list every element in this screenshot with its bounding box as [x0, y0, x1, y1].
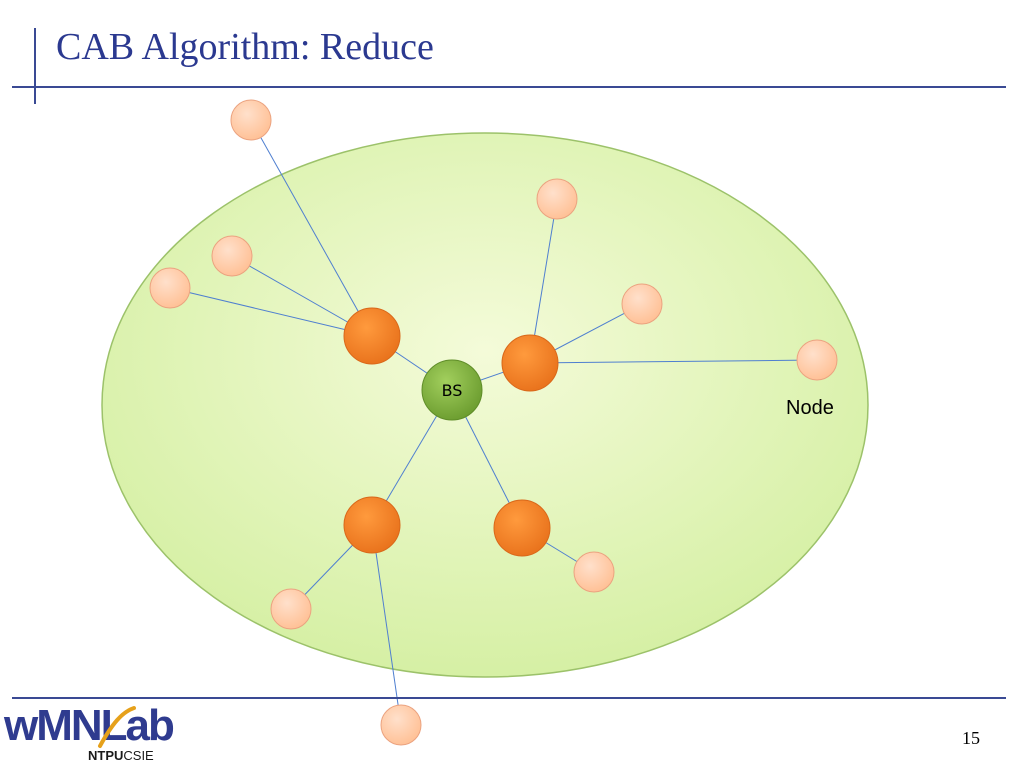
base-station-node — [421, 359, 483, 421]
member-node — [796, 339, 838, 381]
member-node — [211, 235, 253, 277]
cluster-head-nodes — [343, 307, 559, 557]
node-label: Node — [786, 397, 834, 419]
member-node — [270, 588, 312, 630]
link — [169, 287, 373, 337]
cluster-head-node — [343, 307, 401, 365]
logo-sub-csie: CSIE — [123, 748, 154, 763]
member-nodes — [149, 99, 838, 746]
title-rule — [12, 86, 1006, 88]
base-station-label: BS — [442, 381, 463, 400]
logo-wordmark: wMNLab — [4, 701, 175, 750]
link — [529, 359, 818, 364]
cluster-head-node — [343, 496, 401, 554]
logo-swoosh-icon — [98, 706, 136, 748]
cluster-head-node — [501, 334, 559, 392]
member-node — [230, 99, 272, 141]
link — [250, 119, 373, 337]
cluster-head-node — [493, 499, 551, 557]
logo-mn: MN — [36, 701, 102, 750]
member-node — [621, 283, 663, 325]
logo-sub-ntpu: NTPU — [88, 748, 124, 763]
page-number: 15 — [962, 728, 980, 748]
title-accent-bar — [34, 28, 36, 104]
member-node — [536, 178, 578, 220]
link — [371, 524, 402, 726]
member-node — [149, 267, 191, 309]
slide-title: CAB Algorithm: Reduce — [56, 26, 434, 68]
footer-rule — [12, 697, 1006, 699]
wmnlab-logo: wMNLab NTPUCSIE — [4, 704, 190, 766]
logo-w: w — [4, 701, 38, 750]
network-coverage-region — [101, 132, 869, 678]
member-node — [573, 551, 615, 593]
logo-subtitle: NTPUCSIE — [88, 748, 154, 763]
member-node — [380, 704, 422, 746]
